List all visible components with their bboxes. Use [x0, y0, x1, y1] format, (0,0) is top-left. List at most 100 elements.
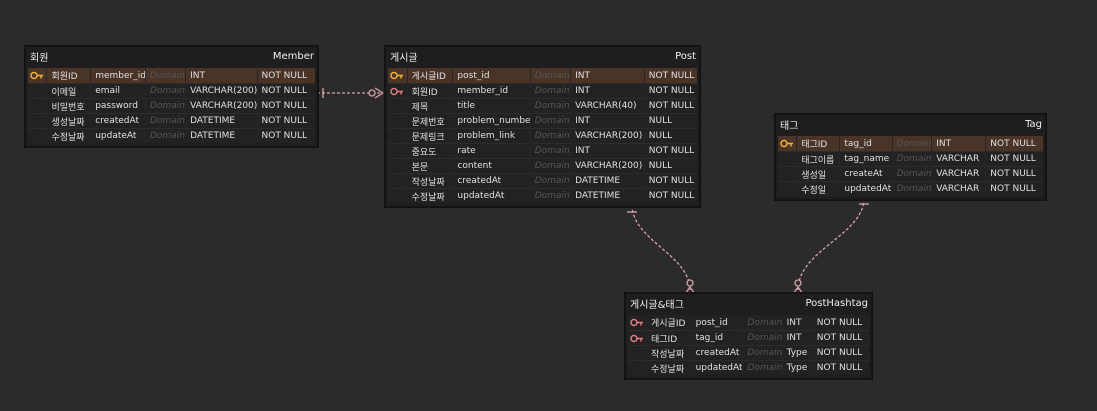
column-nullability: NOT NULL [643, 83, 698, 98]
column-domain: Domain [891, 181, 932, 196]
table-title-english: Post [675, 51, 696, 62]
key-cell [388, 143, 407, 158]
column-type: VARCHAR [931, 181, 986, 196]
column-type: DATETIME [570, 188, 644, 203]
column-type: INT [185, 68, 257, 83]
key-cell [628, 360, 646, 375]
column-type: VARCHAR [931, 151, 986, 166]
column-nullability: NULL [643, 113, 698, 128]
table-header: 게시글&태그 PostHashtag [626, 294, 871, 313]
key-cell [628, 345, 646, 360]
column-nullability: NOT NULL [643, 98, 698, 113]
column-nullability: NOT NULL [256, 98, 315, 113]
foreign-key-icon [628, 315, 646, 330]
column-nullability: NULL [643, 158, 698, 173]
column-type: INT [570, 113, 644, 128]
table-header: 회원 Member [26, 47, 317, 66]
key-cell [28, 98, 47, 113]
table-title-korean: 게시글&태그 [630, 300, 684, 311]
column-type: VARCHAR(200) [570, 158, 644, 173]
primary-key-icon [388, 68, 407, 83]
column-domain: Domain [145, 98, 186, 113]
column-physical-name: updatedAt [839, 181, 892, 196]
column-domain: Domain [529, 173, 571, 188]
relation-post-posthashtag-crow-right [689, 286, 696, 295]
column-nullability: NOT NULL [985, 136, 1044, 151]
column-logical-name: 태그ID [796, 136, 840, 151]
column-logical-name: 제목 [406, 98, 453, 113]
column-type: VARCHAR [931, 166, 986, 181]
key-cell [28, 83, 47, 98]
column-nullability: NOT NULL [643, 143, 698, 158]
table-title-korean: 회원 [30, 53, 49, 64]
column-nullability: NOT NULL [811, 345, 869, 360]
column-domain: Domain [742, 360, 782, 375]
column-nullability: NULL [643, 128, 698, 143]
column-domain: Domain [529, 143, 571, 158]
column-type: Type [781, 345, 812, 360]
column-nullability: NOT NULL [811, 315, 869, 330]
column-type: Type [781, 360, 812, 375]
column-logical-name: 태그이름 [796, 151, 840, 166]
column-logical-name: 중요도 [406, 143, 453, 158]
relation-member-post-zero [368, 89, 376, 97]
column-physical-name: createAt [839, 166, 892, 181]
column-logical-name: 문제번호 [406, 113, 453, 128]
foreign-key-icon [628, 330, 646, 345]
column-physical-name: createdAt [90, 113, 146, 128]
column-nullability: NOT NULL [256, 128, 315, 143]
column-physical-name: updatedAt [690, 360, 743, 375]
table-title-english: Tag [1025, 119, 1042, 130]
key-cell [28, 113, 47, 128]
column-type: VARCHAR(40) [570, 98, 644, 113]
column-logical-name: 수정날짜 [406, 188, 453, 203]
column-domain: Domain [742, 345, 782, 360]
column-type: DATETIME [185, 113, 257, 128]
column-logical-name: 수정날짜 [646, 360, 691, 375]
column-domain: Domain [529, 158, 571, 173]
column-domain: Domain [529, 98, 571, 113]
column-type: INT [781, 330, 812, 345]
column-physical-name: content [452, 158, 530, 173]
column-type: INT [570, 68, 644, 83]
column-physical-name: createdAt [690, 345, 743, 360]
column-nullability: NOT NULL [985, 166, 1044, 181]
column-physical-name: rate [452, 143, 530, 158]
table-header: 게시글 Post [386, 47, 699, 66]
table-title-korean: 게시글 [390, 53, 418, 64]
column-domain: Domain [529, 188, 571, 203]
column-nullability: NOT NULL [985, 181, 1044, 196]
column-nullability: NOT NULL [643, 68, 698, 83]
relation-tag-posthashtag-crow-right [797, 286, 804, 295]
key-cell [388, 188, 407, 203]
relation-tag-posthashtag-zero [794, 279, 802, 287]
column-type: VARCHAR(200) [185, 98, 257, 113]
column-physical-name: tag_id [690, 330, 743, 345]
